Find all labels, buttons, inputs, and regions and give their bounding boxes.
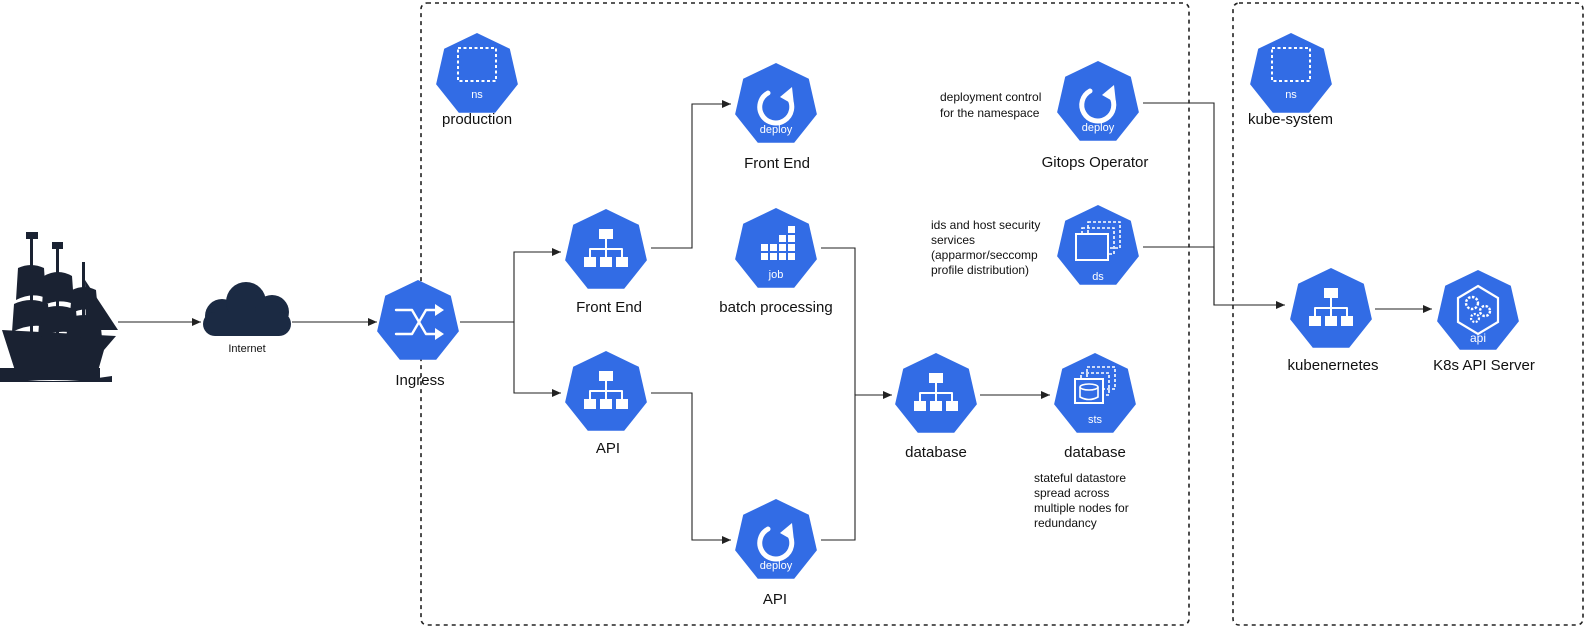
edge-frontend-deploy [651, 100, 731, 249]
deployment-icon: deploy [735, 499, 817, 579]
edge-api-db [821, 391, 892, 541]
cloud-icon [203, 282, 291, 336]
daemonset-icon: ds [1057, 205, 1139, 285]
zone-title-production: production [442, 111, 512, 128]
note-ds-line-1: ids and host security [931, 218, 1040, 232]
note-sts-line-2: spread across [1034, 486, 1109, 500]
svg-text:ns: ns [471, 89, 483, 101]
note-sts-line-1: stateful datastore [1034, 471, 1126, 485]
edge-ds-kube [1143, 246, 1285, 309]
note-ds-line-2: services [931, 233, 975, 247]
deployment-icon: deploy [1057, 61, 1139, 141]
svg-text:deploy: deploy [1082, 122, 1115, 134]
deploy-frontend-label: Front End [744, 155, 810, 172]
service-icon [895, 353, 977, 433]
deploy-gitops-label: Gitops Operator [1042, 154, 1149, 171]
pirate-ship-icon [0, 232, 118, 382]
svc-frontend-label: Front End [576, 299, 642, 316]
service-icon [565, 351, 647, 431]
svg-text:sts: sts [1088, 414, 1103, 426]
svg-text:deploy: deploy [760, 124, 793, 136]
edge-gitops-kube [1143, 102, 1250, 306]
note-ds-line-3: (apparmor/seccomp [931, 248, 1038, 262]
sts-database-label: database [1064, 444, 1126, 461]
svg-text:job: job [768, 269, 784, 281]
note-sts-line-3: multiple nodes for [1034, 501, 1129, 515]
zone-title-kube-system: kube-system [1248, 111, 1333, 128]
svc-database-label: database [905, 444, 967, 461]
deploy-api-label: API [763, 591, 787, 608]
deployment-icon: deploy [735, 63, 817, 143]
note-gitops-line-1: deployment control [940, 90, 1041, 104]
svg-text:ns: ns [1285, 89, 1297, 101]
shuffle-icon [377, 280, 459, 360]
note-sts-line-4: redundancy [1034, 516, 1097, 530]
edges [118, 100, 1432, 544]
zone-kube-system [1232, 2, 1584, 626]
svg-text:api: api [1470, 331, 1486, 345]
job-icon: job [735, 208, 817, 288]
note-gitops-line-2: for the namespace [940, 106, 1040, 120]
edge-api-deploy [651, 392, 731, 544]
statefulset-icon: sts [1054, 353, 1136, 433]
internet-label: Internet [228, 343, 265, 355]
api-server-label: K8s API Server [1433, 357, 1535, 374]
svc-api-label: API [596, 440, 620, 457]
zone-production [420, 2, 1190, 626]
edge-batch-db [821, 247, 856, 395]
job-batch-label: batch processing [719, 299, 832, 316]
edge-ingress-api [513, 322, 561, 397]
svg-text:ds: ds [1092, 271, 1104, 283]
svc-kubernetes-label: kubenernetes [1288, 357, 1379, 374]
ingress-label: Ingress [395, 372, 444, 389]
namespace-icon: ns [1250, 33, 1332, 113]
api-server-icon: api [1437, 270, 1519, 350]
svg-text:deploy: deploy [760, 560, 793, 572]
namespace-icon: ns [436, 33, 518, 113]
service-icon [1290, 268, 1372, 348]
edge-ingress-frontend [513, 248, 561, 322]
service-icon [565, 209, 647, 289]
note-ds-line-4: profile distribution) [931, 263, 1029, 277]
